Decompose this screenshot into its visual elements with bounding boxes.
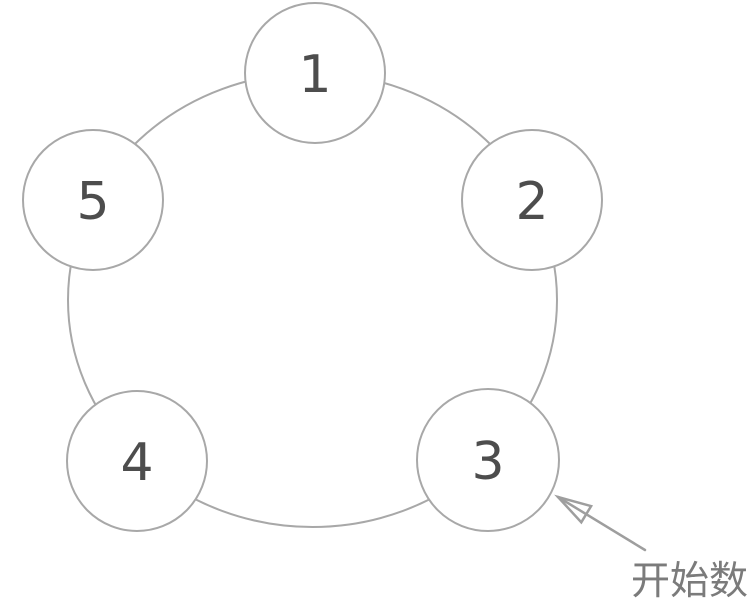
node-1: 1 [244,2,386,144]
node-circle-2 [461,129,603,271]
node-circle-1 [244,2,386,144]
node-2: 2 [461,129,603,271]
node-circle-5 [22,129,164,271]
node-label-2: 2 [515,172,548,232]
start-counting-label: 开始数 [631,559,748,603]
node-circle-4 [66,390,208,532]
node-label-5: 5 [76,172,109,232]
node-circle-3 [416,388,560,532]
node-4: 4 [66,390,208,532]
node-label-1: 1 [298,45,331,105]
node-label-4: 4 [120,433,153,493]
start-arrow [554,494,647,552]
node-label-3: 3 [471,432,504,492]
arrow-shaft [556,495,647,552]
node-3: 3 [416,388,560,532]
node-5: 5 [22,129,164,271]
